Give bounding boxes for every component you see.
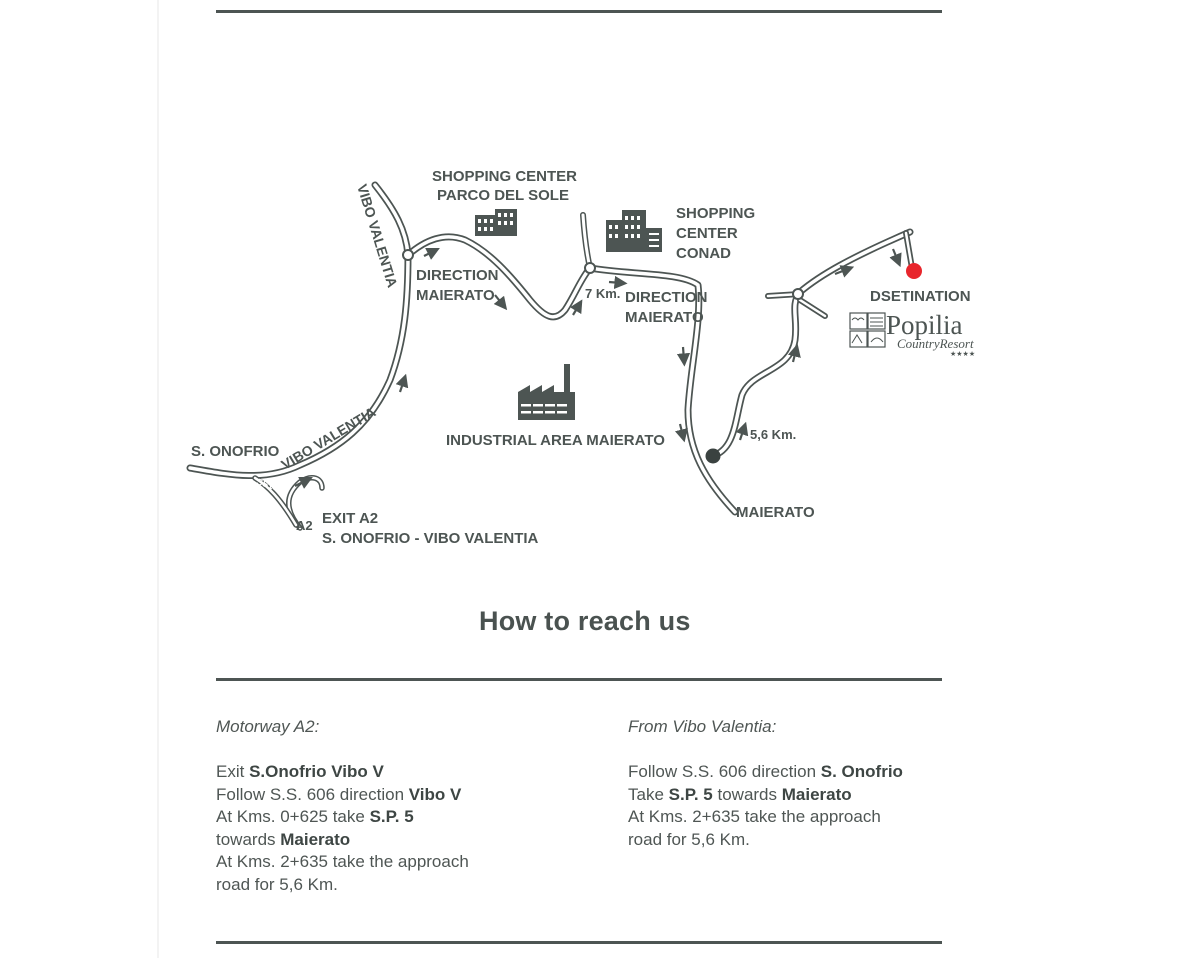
roads	[186, 181, 915, 531]
logo-emblem-icon	[867, 330, 886, 348]
direction-line: towards Maierato	[216, 829, 351, 849]
direction-line: At Kms. 2+635 take the approach	[628, 807, 881, 826]
middle-divider	[216, 678, 942, 681]
distance-7km-label: 7 Km.	[585, 286, 620, 301]
direction-maierato-label: MAIERATO	[625, 309, 704, 326]
shopping-center-parco-label: PARCO DEL SOLE	[437, 187, 569, 204]
arrow-icon	[735, 421, 749, 441]
arrow-icon	[608, 275, 628, 290]
shopping-center-conad-label: CENTER	[676, 225, 738, 242]
top-divider	[216, 10, 942, 13]
direction-maierato-label: DIRECTION	[416, 267, 499, 284]
destination-marker	[906, 263, 922, 279]
exit-a2-label: S. ONOFRIO - VIBO VALENTIA	[322, 530, 539, 547]
arrow-icon	[569, 299, 583, 316]
direction-arrows	[294, 248, 902, 489]
logo-emblem-icon	[849, 312, 868, 330]
page-edge	[157, 0, 159, 958]
motorway-heading: Motorway A2:	[216, 717, 320, 736]
arrow-icon	[889, 248, 902, 268]
arrow-icon	[493, 294, 508, 311]
roundabout-icon	[792, 288, 804, 300]
motorway-directions: Motorway A2: Exit S.Onofrio Vibo V Follo…	[216, 716, 556, 896]
arrow-icon	[674, 423, 688, 443]
route-map: Popilia CountryResort ★★★★ SHOPPING CENT…	[186, 168, 975, 547]
maierato-label: MAIERATO	[736, 504, 815, 521]
logo-emblem-icon	[867, 312, 886, 330]
direction-maierato-label: DIRECTION	[625, 289, 708, 306]
a2-road-label: A2	[296, 518, 313, 533]
shopping-center-conad-label: SHOPPING	[676, 205, 755, 222]
direction-line: Take S.P. 5 towards Maierato	[628, 784, 852, 804]
roundabout-icon	[584, 262, 596, 274]
roundabout-icon	[402, 249, 414, 261]
road-label-vibo-valentia: VIBO VALENTIA	[278, 404, 378, 473]
logo-subtitle: CountryResort	[897, 336, 974, 351]
building-icon	[606, 210, 662, 252]
arrow-icon	[294, 477, 313, 489]
shopping-center-conad-label: CONAD	[676, 245, 731, 262]
exit-a2-label: EXIT A2	[322, 510, 378, 527]
road-label-vibo-valentia: VIBO VALENTIA	[354, 182, 401, 289]
bottom-divider	[216, 941, 942, 944]
shopping-center-parco-label: SHOPPING CENTER	[432, 168, 577, 185]
resort-logo: Popilia CountryResort ★★★★	[849, 310, 975, 358]
direction-line: road for 5,6 Km.	[628, 829, 750, 849]
logo-stars: ★★★★	[950, 350, 975, 358]
direction-line: Follow S.S. 606 direction Vibo V	[216, 784, 462, 804]
direction-line: Exit S.Onofrio Vibo V	[216, 762, 384, 781]
direction-line: road for 5,6 Km.	[216, 874, 338, 894]
direction-maierato-label: MAIERATO	[416, 287, 495, 304]
building-icon	[475, 209, 517, 236]
direction-line: Follow S.S. 606 direction S. Onofrio	[628, 762, 903, 781]
junction-marker	[705, 448, 721, 464]
industrial-area-label: INDUSTRIAL AREA MAIERATO	[446, 432, 665, 449]
direction-line: At Kms. 0+625 take S.P. 5	[216, 807, 414, 826]
arrow-icon	[676, 346, 691, 367]
section-title: How to reach us	[479, 606, 691, 636]
factory-icon	[518, 364, 575, 420]
arrow-icon	[787, 343, 801, 363]
s-onofrio-label: S. ONOFRIO	[191, 443, 280, 460]
vibo-directions: From Vibo Valentia: Follow S.S. 606 dire…	[628, 716, 948, 851]
logo-name: Popilia	[886, 310, 963, 340]
arrow-icon	[395, 373, 409, 393]
distance-5-6km-label: 5,6 Km.	[750, 427, 796, 442]
vibo-heading: From Vibo Valentia:	[628, 717, 777, 736]
destination-label: DSETINATION	[870, 288, 971, 305]
arrow-icon	[423, 248, 440, 260]
arrow-icon	[834, 265, 855, 278]
direction-line: At Kms. 2+635 take the approach	[216, 852, 469, 871]
logo-emblem-icon	[849, 330, 868, 348]
